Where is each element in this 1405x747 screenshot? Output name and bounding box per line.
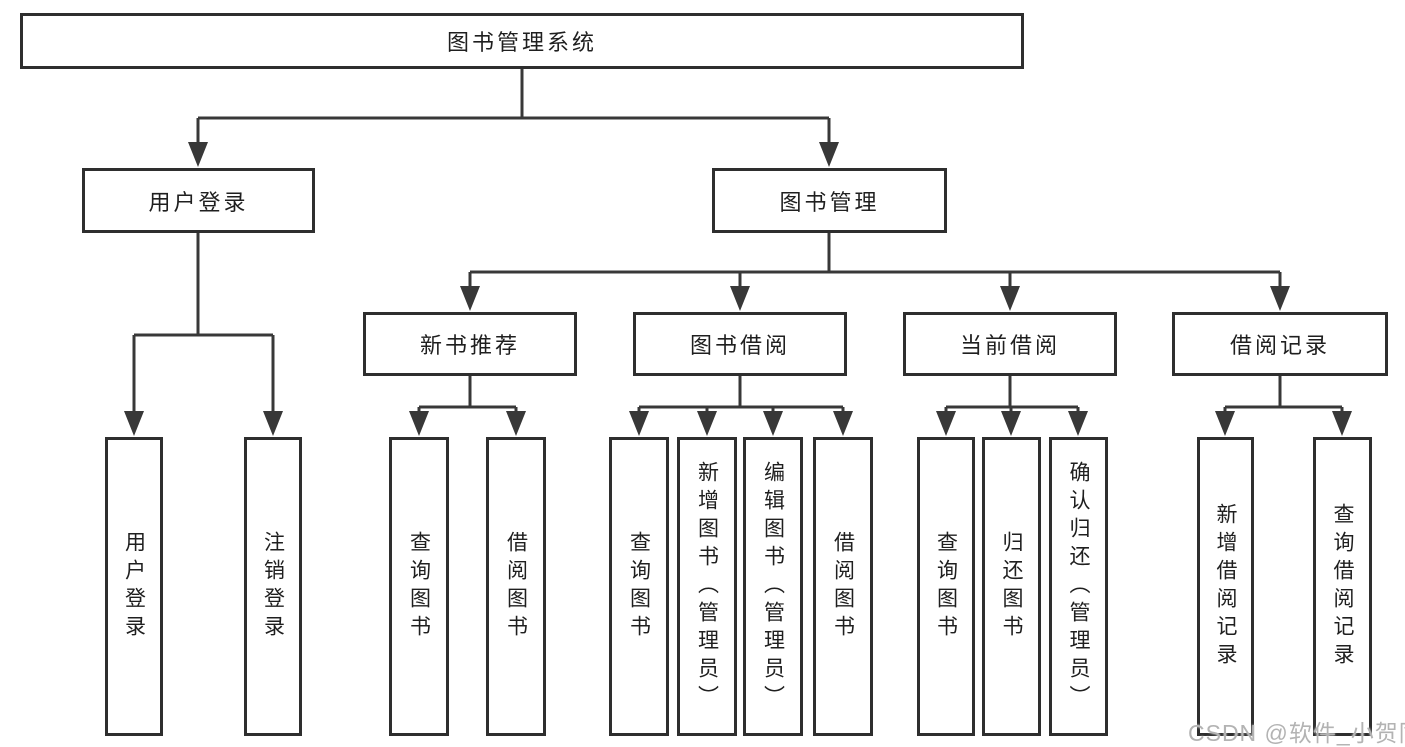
leaf-record-add-borrow-record-label: 新增借阅记录 xyxy=(1214,502,1237,671)
node-root: 图书管理系统 xyxy=(20,13,1024,69)
arrowhead-borrow-query xyxy=(629,411,649,436)
connector-new-book-to-leaves xyxy=(409,376,526,436)
arrowhead-record-add xyxy=(1215,411,1235,436)
node-user-login-label: 用户登录 xyxy=(148,189,249,215)
leaf-current-return-books: 归还图书 xyxy=(982,437,1041,736)
arrowhead-new-book xyxy=(460,286,480,311)
leaf-current-query-books: 查询图书 xyxy=(917,437,975,736)
node-book-management-label: 图书管理 xyxy=(779,189,880,215)
arrowhead-current-borrow xyxy=(1000,286,1020,311)
leaf-logout-label: 注销登录 xyxy=(261,530,285,643)
connector-user-login-to-leaves xyxy=(124,233,283,436)
node-new-book-recommend-label: 新书推荐 xyxy=(419,333,520,358)
arrowhead-borrow-add xyxy=(697,411,717,436)
arrowhead-current-return xyxy=(1001,411,1021,436)
node-new-book-recommend: 新书推荐 xyxy=(363,312,577,376)
leaf-current-confirm-return-admin-label: 确认归还（管理员） xyxy=(1067,460,1090,713)
leaf-record-query-borrow-record: 查询借阅记录 xyxy=(1313,437,1372,736)
leaf-borrow-query-books-label: 查询图书 xyxy=(627,530,651,643)
leaf-newbook-borrow-books-label: 借阅图书 xyxy=(504,530,528,643)
leaf-user-login: 用户登录 xyxy=(105,437,163,736)
arrowhead-current-query xyxy=(936,411,956,436)
node-book-borrow-label: 图书借阅 xyxy=(689,333,790,358)
node-borrow-record-label: 借阅记录 xyxy=(1229,333,1330,358)
leaf-borrow-edit-books-admin-label: 编辑图书（管理员） xyxy=(761,460,785,713)
leaf-borrow-borrow-books-label: 借阅图书 xyxy=(831,530,855,643)
arrowhead-borrow-edit xyxy=(763,411,783,436)
leaf-newbook-borrow-books: 借阅图书 xyxy=(486,437,546,736)
connector-root-to-level2 xyxy=(188,69,839,167)
arrowhead-newbook-borrow xyxy=(506,411,526,436)
leaf-borrow-add-books-admin: 新增图书（管理员） xyxy=(677,437,737,736)
arrowhead-borrow-record xyxy=(1270,286,1290,311)
leaf-newbook-query-books-label: 查询图书 xyxy=(407,530,431,643)
connector-book-borrow-to-leaves xyxy=(629,376,853,436)
arrowhead-current-confirm xyxy=(1068,411,1088,436)
arrowhead-book-borrow xyxy=(730,286,750,311)
arrowhead-user-login xyxy=(188,142,208,167)
connector-borrow-record-to-leaves xyxy=(1215,376,1352,436)
leaf-logout: 注销登录 xyxy=(244,437,302,736)
leaf-current-query-books-label: 查询图书 xyxy=(934,530,958,643)
arrowhead-leaf-user-login xyxy=(124,411,144,436)
leaf-record-add-borrow-record: 新增借阅记录 xyxy=(1197,437,1254,736)
node-root-label: 图书管理系统 xyxy=(446,30,597,55)
leaf-record-query-borrow-record-label: 查询借阅记录 xyxy=(1331,502,1354,671)
leaf-borrow-query-books: 查询图书 xyxy=(609,437,669,736)
leaf-borrow-borrow-books: 借阅图书 xyxy=(813,437,873,736)
leaf-current-return-books-label: 归还图书 xyxy=(1000,530,1023,643)
connector-book-management-to-level3 xyxy=(460,233,1290,311)
node-current-borrow: 当前借阅 xyxy=(903,312,1117,376)
node-book-management: 图书管理 xyxy=(712,168,947,233)
node-borrow-record: 借阅记录 xyxy=(1172,312,1388,376)
arrowhead-newbook-query xyxy=(409,411,429,436)
leaf-current-confirm-return-admin: 确认归还（管理员） xyxy=(1049,437,1108,736)
arrowhead-borrow-borrow xyxy=(833,411,853,436)
leaf-newbook-query-books: 查询图书 xyxy=(389,437,449,736)
arrowhead-leaf-logout xyxy=(263,411,283,436)
arrowhead-record-query xyxy=(1332,411,1352,436)
node-user-login: 用户登录 xyxy=(82,168,315,233)
node-current-borrow-label: 当前借阅 xyxy=(959,333,1060,358)
arrowhead-book-management xyxy=(819,142,839,167)
leaf-borrow-add-books-admin-label: 新增图书（管理员） xyxy=(695,460,719,713)
node-book-borrow: 图书借阅 xyxy=(633,312,847,376)
csdn-watermark: CSDN @软件_小贺同学 xyxy=(1188,720,1405,746)
connector-current-borrow-to-leaves xyxy=(936,376,1088,436)
leaf-user-login-label: 用户登录 xyxy=(122,530,146,643)
leaf-borrow-edit-books-admin: 编辑图书（管理员） xyxy=(743,437,803,736)
